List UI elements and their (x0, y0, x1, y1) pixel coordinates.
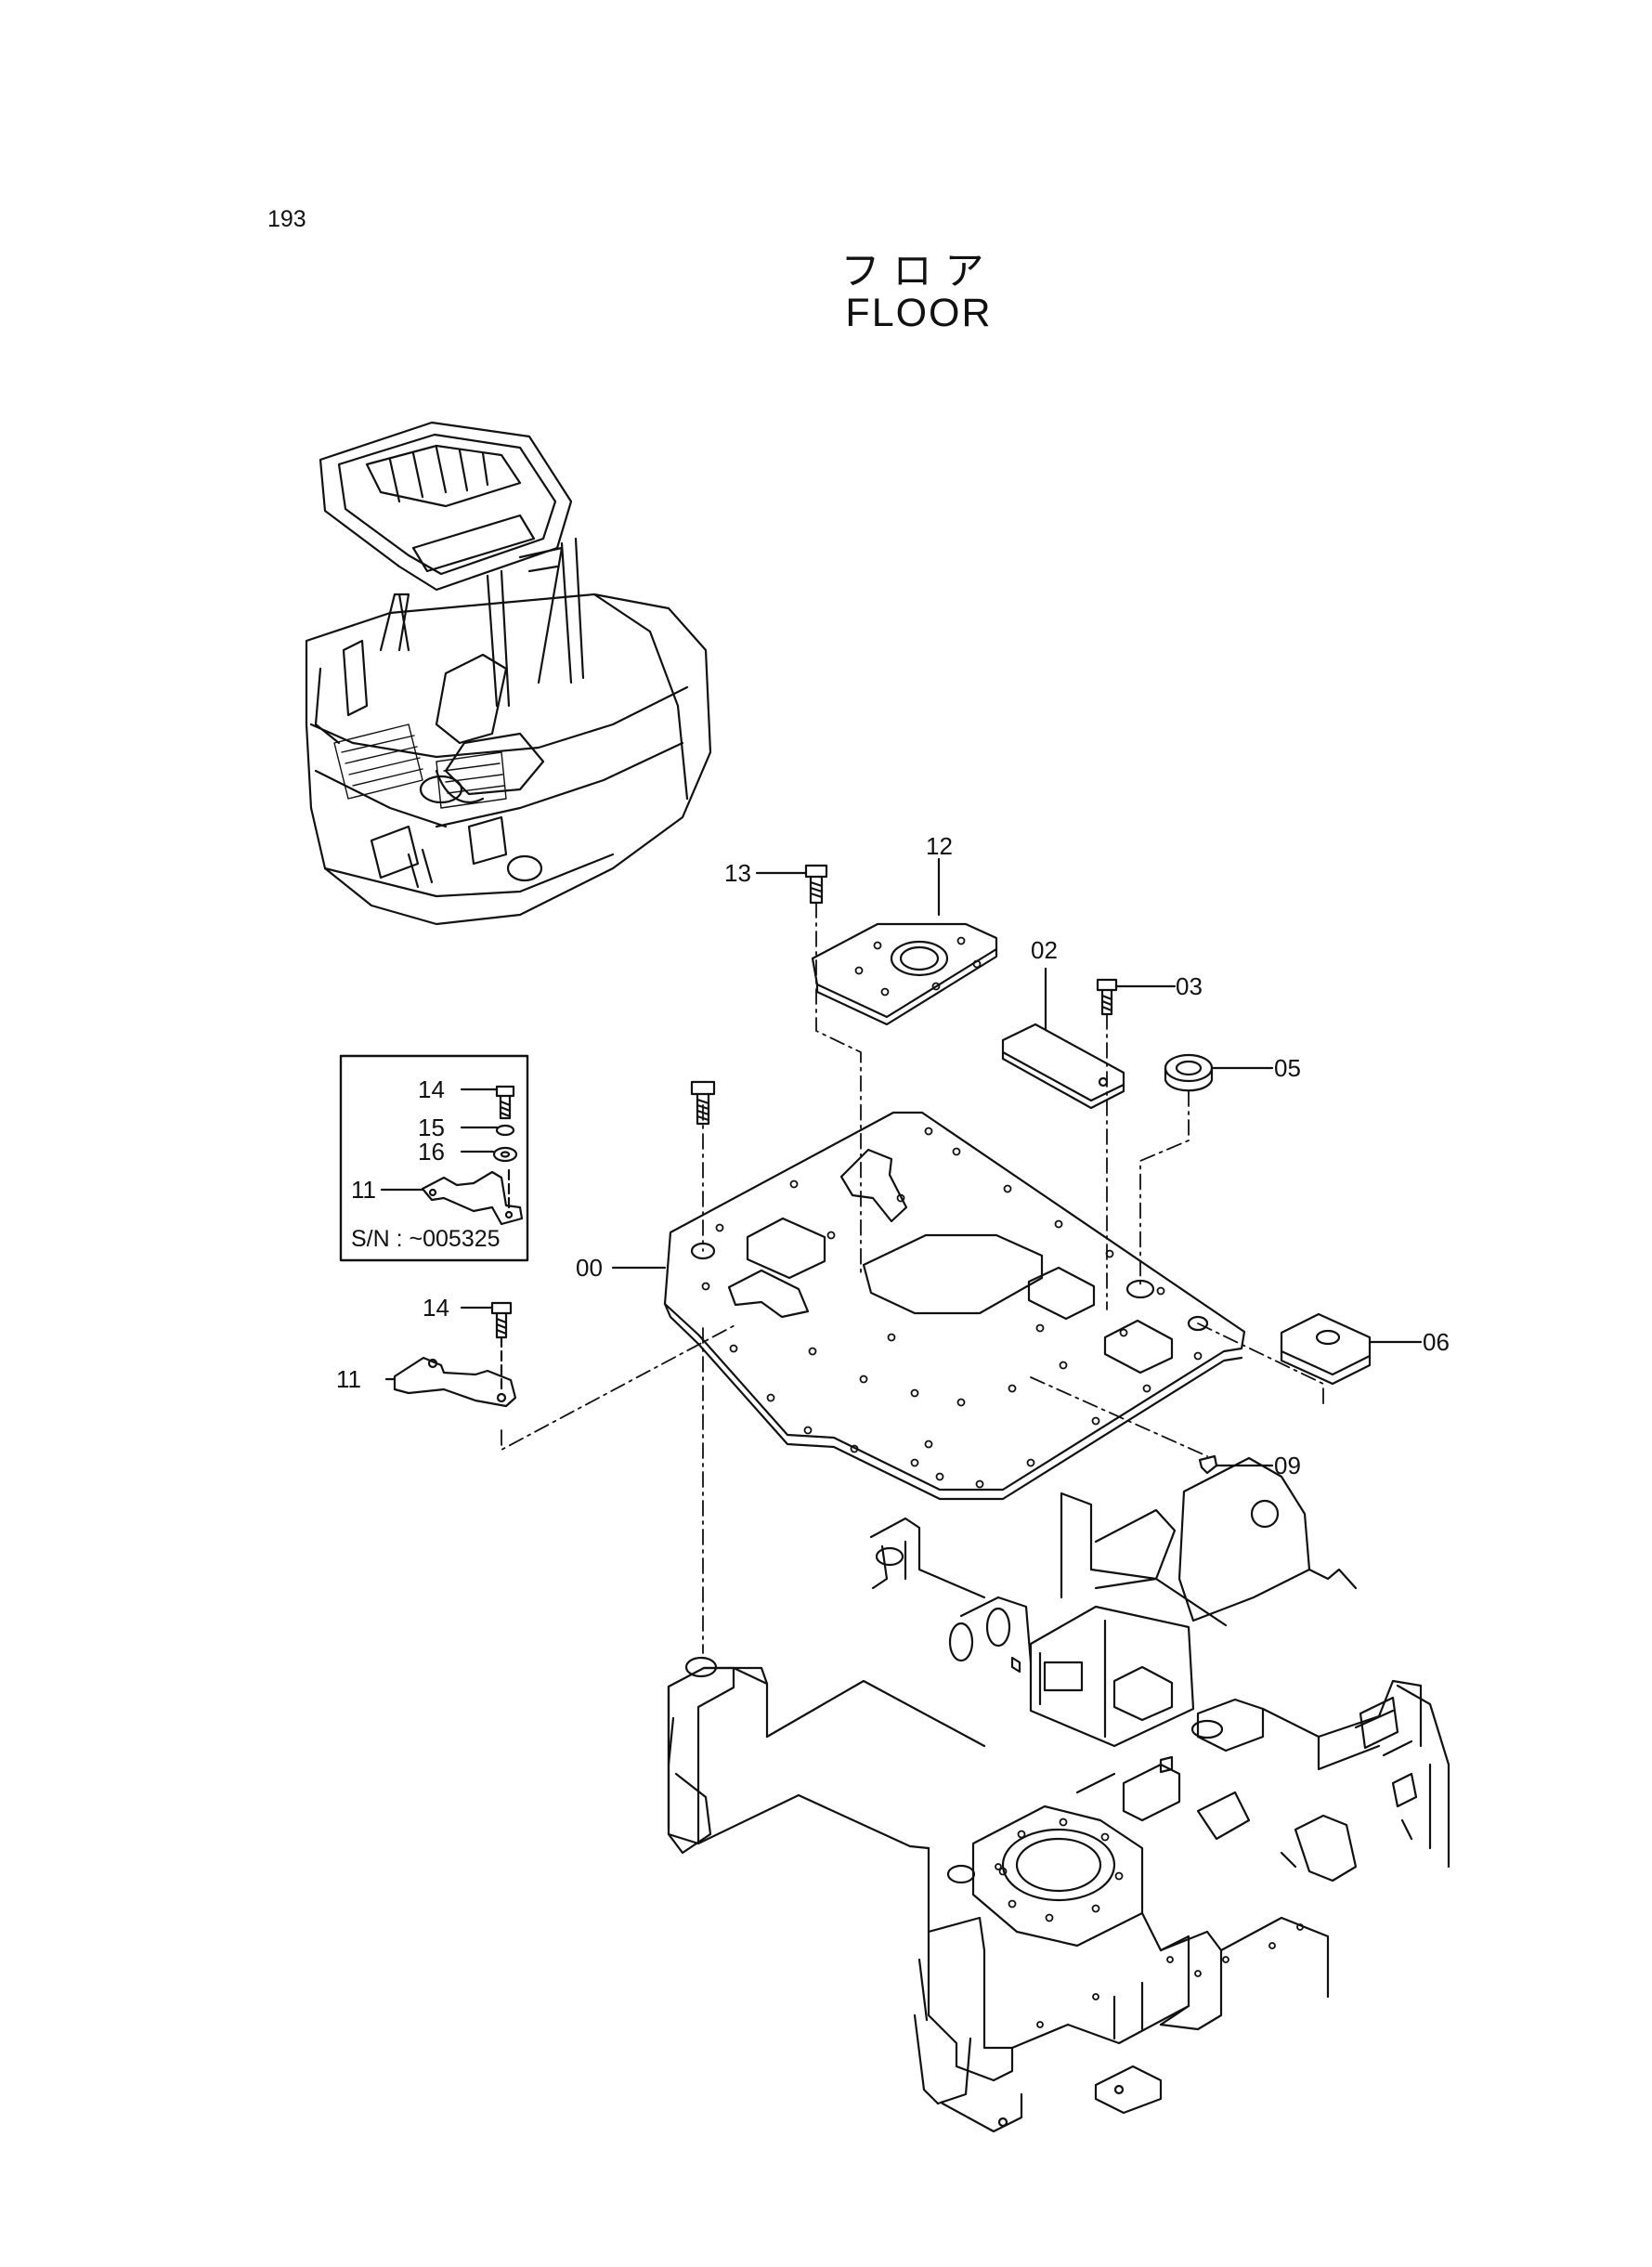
floor-plate (663, 1111, 1246, 1501)
alignment-lines (501, 902, 1324, 1654)
callout-14: 14 (423, 1294, 449, 1322)
callout-00: 00 (576, 1254, 603, 1282)
callout-leaders (611, 857, 1047, 1270)
callout-09: 09 (1274, 1452, 1301, 1479)
callout-06: 06 (1423, 1328, 1450, 1356)
callout-15: 15 (418, 1114, 445, 1141)
machine-overview-illustration (305, 421, 712, 926)
callout-16: 16 (418, 1138, 445, 1166)
callout-12: 12 (926, 832, 953, 860)
serial-number-note: S/N : ~005325 (351, 1226, 501, 1252)
bolt-on-floor (690, 1080, 716, 1126)
small-parts-group (1001, 978, 1423, 1475)
upper-frame-illustration (667, 1456, 1450, 2133)
bracket-11-group (384, 1301, 517, 1408)
callout-11-inset: 11 (351, 1176, 376, 1204)
callout-11: 11 (336, 1365, 361, 1393)
page-number: 193 (267, 206, 306, 232)
callout-14-inset: 14 (418, 1075, 445, 1103)
callout-13: 13 (724, 859, 751, 887)
title-english: FLOOR (845, 291, 993, 335)
callout-05: 05 (1274, 1054, 1301, 1082)
title-japanese: フロア (840, 248, 997, 293)
plate-12-group (755, 864, 998, 1026)
callout-02: 02 (1031, 936, 1058, 964)
inset-box (339, 1054, 529, 1262)
callout-03: 03 (1176, 972, 1203, 1000)
